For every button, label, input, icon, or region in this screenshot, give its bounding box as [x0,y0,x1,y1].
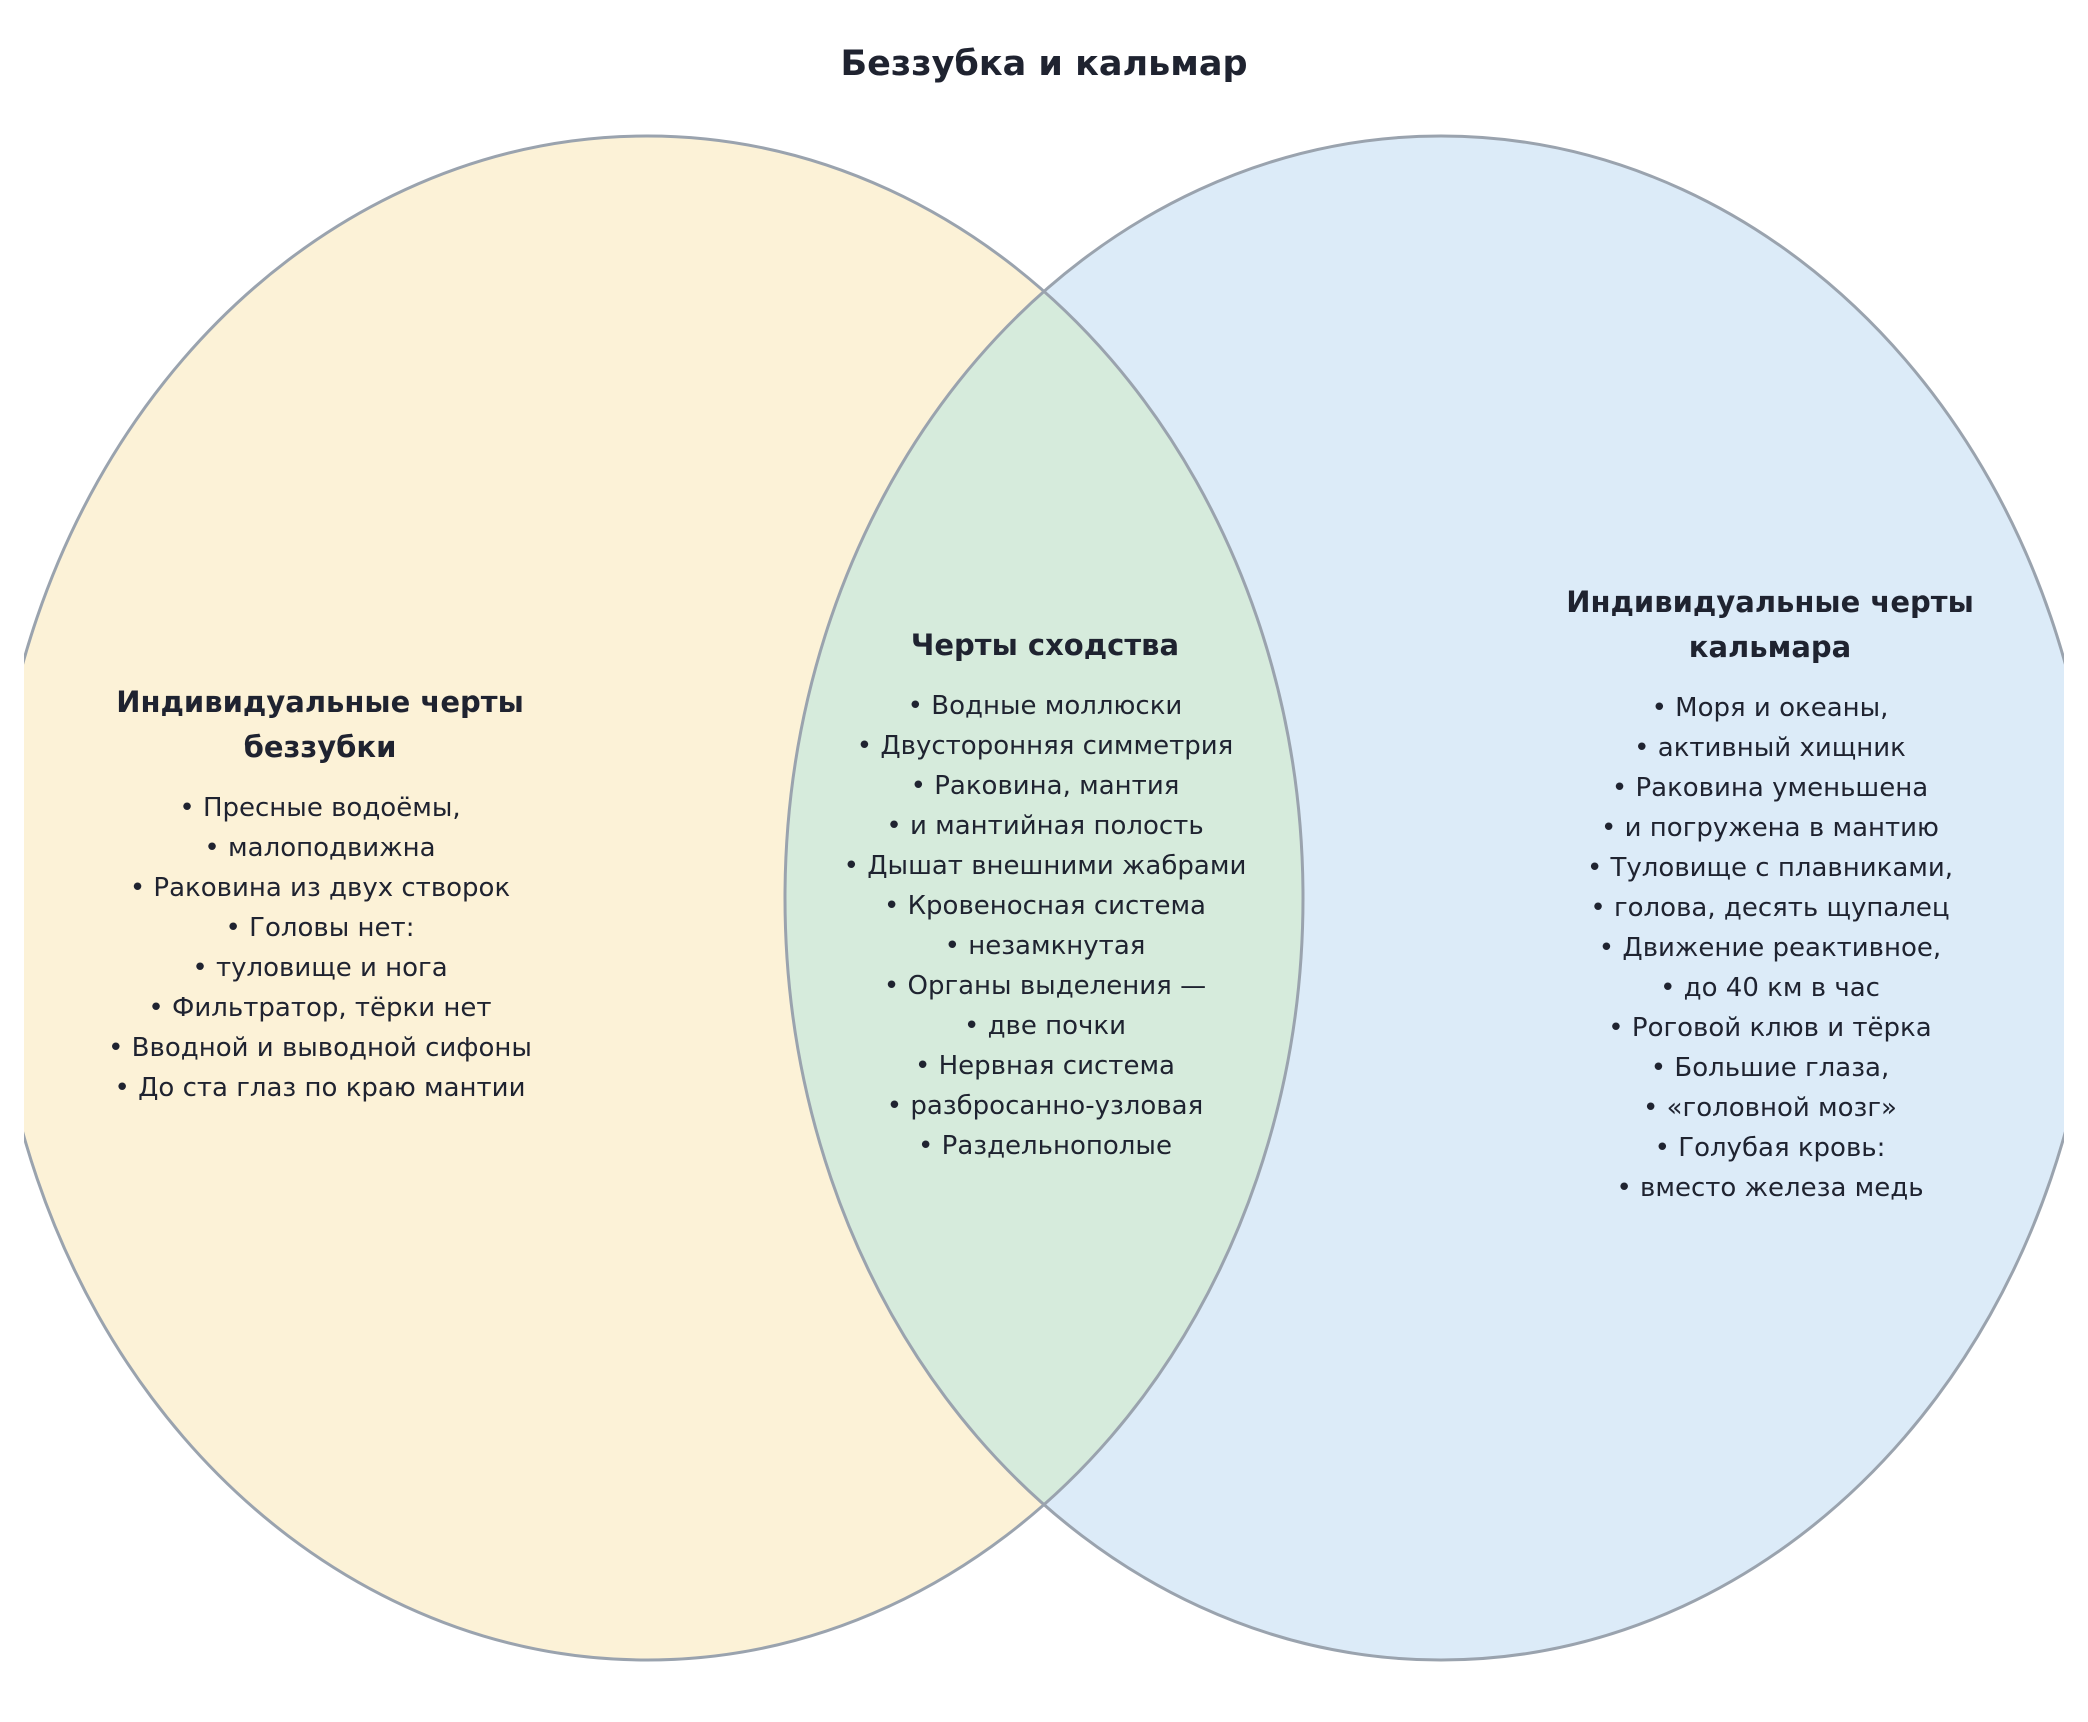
list-item: • туловище и нога [192,953,448,983]
right-heading-line-1: Индивидуальные черты [1566,585,1974,619]
left-circle-outline [24,134,1305,1662]
list-item: • вместо железа медь [1616,1173,1924,1203]
left-region-heading: Индивидуальные черты беззубки [70,680,570,770]
list-item: • Раковина, мантия [910,771,1180,801]
left-region: Индивидуальные черты беззубки • Пресные … [70,680,570,1108]
left-heading-line-2: беззубки [243,730,397,764]
list-item: • До ста глаз по краю мантии [114,1073,526,1103]
list-item: • две почки [963,1011,1127,1041]
middle-region: Черты сходства • Водные моллюски • Двуст… [795,623,1295,1166]
list-item: • и мантийная полость [886,811,1204,841]
list-item: • Движение реактивное, [1598,933,1942,963]
list-item: • малоподвижна [204,833,436,863]
list-item: • Фильтратор, тёрки нет [148,993,492,1023]
list-item: • активный хищник [1634,733,1906,763]
list-item: • Органы выделения — [883,971,1207,1001]
right-list: • Моря и океаны, • активный хищник • Рак… [1520,688,2020,1208]
list-item: • Моря и океаны, [1651,693,1889,723]
right-circle-outline [783,134,2064,1662]
list-item: • Вводной и выводной сифоны [108,1033,532,1063]
right-region-heading: Индивидуальные черты кальмара [1520,580,2020,670]
list-item: • Кровеносная система [883,891,1206,921]
left-list: • Пресные водоёмы, • малоподвижна • Рако… [70,788,570,1108]
list-item: • Дышат внешними жабрами [843,851,1247,881]
middle-list: • Водные моллюски • Двусторонняя симметр… [795,686,1295,1166]
list-item: • Нервная система [915,1051,1175,1081]
list-item: • Пресные водоёмы, [179,793,461,823]
right-region: Индивидуальные черты кальмара • Моря и о… [1520,580,2020,1208]
list-item: • Двусторонняя симметрия [856,731,1234,761]
list-item: • Головы нет: [225,913,415,943]
list-item: • «головной мозг» [1643,1093,1897,1123]
list-item: • и погружена в мантию [1601,813,1939,843]
list-item: • Раздельнополые [918,1131,1172,1161]
list-item: • незамкнутая [944,931,1146,961]
list-item: • Раковина уменьшена [1611,773,1929,803]
list-item: • Роговой клюв и тёрка [1608,1013,1932,1043]
list-item: • до 40 км в час [1660,973,1880,1003]
list-item: • разбросанно-узловая [886,1091,1204,1121]
list-item: • Водные моллюски [907,691,1183,721]
diagram-title: Беззубка и кальмар [840,44,1248,84]
list-item: • Большие глаза, [1650,1053,1890,1083]
middle-region-heading: Черты сходства [910,628,1180,662]
list-item: • Голубая кровь: [1654,1133,1886,1163]
left-heading-line-1: Индивидуальные черты [116,685,524,719]
list-item: • голова, десять щупалец [1590,893,1950,923]
list-item: • Туловище с плавниками, [1586,853,1954,883]
list-item: • Раковина из двух створок [129,873,511,903]
overlap-region [785,136,1303,1660]
right-heading-line-2: кальмара [1688,630,1852,664]
